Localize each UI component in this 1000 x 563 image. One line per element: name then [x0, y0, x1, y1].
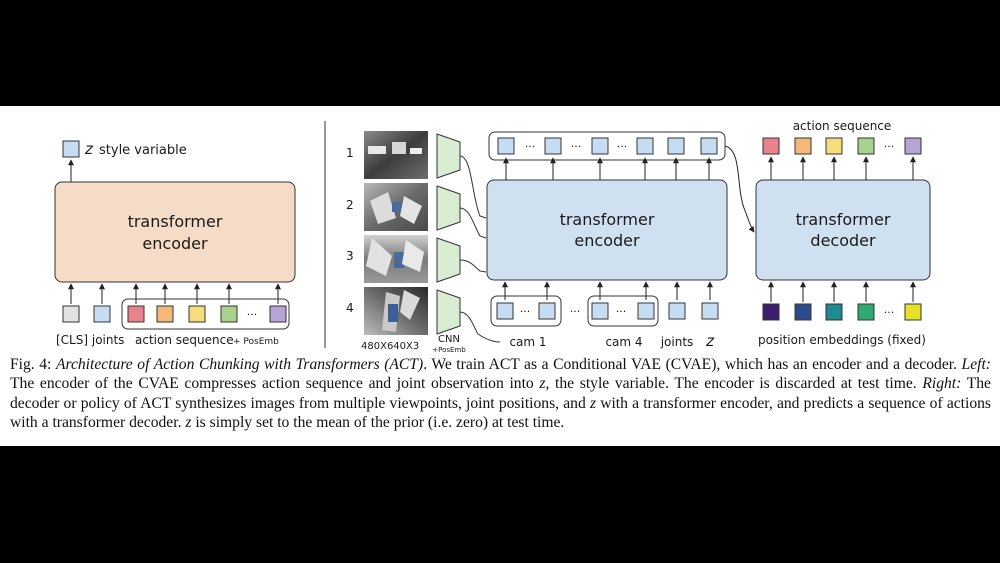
- fig-title: Architecture of Action Chunking with Tra…: [55, 356, 424, 373]
- decoder-title-line1: transformer: [796, 210, 891, 229]
- cam4-token-group: [587, 295, 659, 327]
- camera-image-3: [364, 235, 428, 283]
- action-token-3: [188, 305, 206, 323]
- pos-emb-token-3: [825, 303, 843, 321]
- enc-out-token-4: [636, 137, 654, 155]
- left-cvae-encoder-panel: z style variable transformer encoder ···…: [54, 140, 296, 347]
- left-encoder-title-line2: encoder: [142, 234, 208, 253]
- image-size-label: 480X640X3: [361, 341, 419, 352]
- cam-number-3: 3: [346, 249, 354, 263]
- right-encoder-title-line1: transformer: [560, 210, 655, 229]
- decoder-action-sequence-label: action sequence: [793, 119, 892, 133]
- cam-number-4: 4: [346, 301, 354, 315]
- fig-label: Fig. 4:: [10, 356, 56, 373]
- out-action-token-5: [904, 137, 922, 155]
- ellipsis: ···: [520, 305, 531, 318]
- pos-emb-token-2: [794, 303, 812, 321]
- cnn-label: CNN: [438, 334, 460, 345]
- action-token-1: [127, 305, 145, 323]
- figure-caption: Fig. 4: Architecture of Action Chunking …: [10, 356, 991, 432]
- enc-out-token-6: [700, 137, 718, 155]
- transformer-decoder-box: [755, 179, 931, 281]
- joints-token: [668, 302, 686, 320]
- right-transformer-encoder-box: [486, 179, 728, 281]
- cam1-token-a: [496, 302, 514, 320]
- left-encoder-title-line1: transformer: [128, 212, 223, 231]
- camera-image-1: [364, 131, 428, 179]
- cam1-token-b: [538, 302, 556, 320]
- cnn-block-4: [436, 289, 461, 335]
- ellipsis: ···: [247, 308, 258, 321]
- z-symbol: z: [705, 332, 715, 350]
- cls-token: [62, 305, 80, 323]
- cam4-token-a: [591, 302, 609, 320]
- action-sequence-group: [121, 298, 290, 330]
- out-action-token-2: [794, 137, 812, 155]
- camera-image-2: [364, 183, 428, 231]
- act-architecture-figure: z style variable transformer encoder ···…: [54, 119, 931, 354]
- decoder-title-line2: decoder: [810, 231, 876, 250]
- pos-emb-token-5: [904, 303, 922, 321]
- left-label: Left:: [961, 356, 991, 373]
- z-output-token: [62, 140, 80, 158]
- cnn-block-3: [436, 237, 461, 283]
- camera-image-4: [364, 287, 428, 335]
- enc-out-token-1: [497, 137, 515, 155]
- cam-number-2: 2: [346, 198, 354, 212]
- right-label: Right:: [922, 375, 962, 393]
- ellipsis: ···: [616, 305, 627, 318]
- pos-emb-token-4: [857, 303, 875, 321]
- position-embeddings-label: position embeddings (fixed): [758, 333, 926, 347]
- ellipsis: ···: [884, 306, 895, 319]
- right-encoder-title-line2: encoder: [574, 231, 640, 250]
- ellipsis: ···: [525, 140, 536, 153]
- cam4-token-b: [637, 302, 655, 320]
- right-act-policy-panel: 1 2 3 4 480X640X3 CNN +PosEmb: [346, 119, 931, 354]
- action-token-5: [269, 305, 287, 323]
- cnn-block-1: [436, 133, 461, 179]
- action-sequence-label: action sequence: [135, 333, 234, 347]
- cam1-label: cam 1: [509, 335, 546, 349]
- out-action-token-4: [857, 137, 875, 155]
- cls-joints-label: [CLS] joints: [56, 333, 124, 347]
- joints-token: [93, 305, 111, 323]
- left-transformer-encoder-box: [54, 181, 296, 283]
- pos-emb-token-1: [762, 303, 780, 321]
- cnn-block-2: [436, 185, 461, 231]
- encoder-to-decoder-arrow: [724, 145, 755, 233]
- ellipsis: ···: [617, 140, 628, 153]
- cam-number-1: 1: [346, 146, 354, 160]
- z-symbol: z: [84, 140, 94, 158]
- enc-out-token-3: [591, 137, 609, 155]
- out-action-token-3: [825, 137, 843, 155]
- ellipsis: ···: [884, 140, 895, 153]
- ellipsis: ···: [571, 140, 582, 153]
- style-variable-label: style variable: [99, 143, 187, 158]
- cam1-token-group: [490, 295, 562, 327]
- ellipsis: ···: [570, 305, 581, 318]
- joints-label: joints: [660, 335, 694, 349]
- action-token-2: [156, 305, 174, 323]
- enc-out-token-2: [544, 137, 562, 155]
- cam4-label: cam 4: [605, 335, 642, 349]
- enc-out-token-5: [667, 137, 685, 155]
- z-input-token: [701, 302, 719, 320]
- action-token-4: [220, 305, 238, 323]
- posemb-label: + PosEmb: [233, 337, 279, 347]
- out-action-token-1: [762, 137, 780, 155]
- paper-page: z style variable transformer encoder ···…: [0, 106, 1000, 446]
- cnn-posemb-label: +PosEmb: [432, 346, 466, 354]
